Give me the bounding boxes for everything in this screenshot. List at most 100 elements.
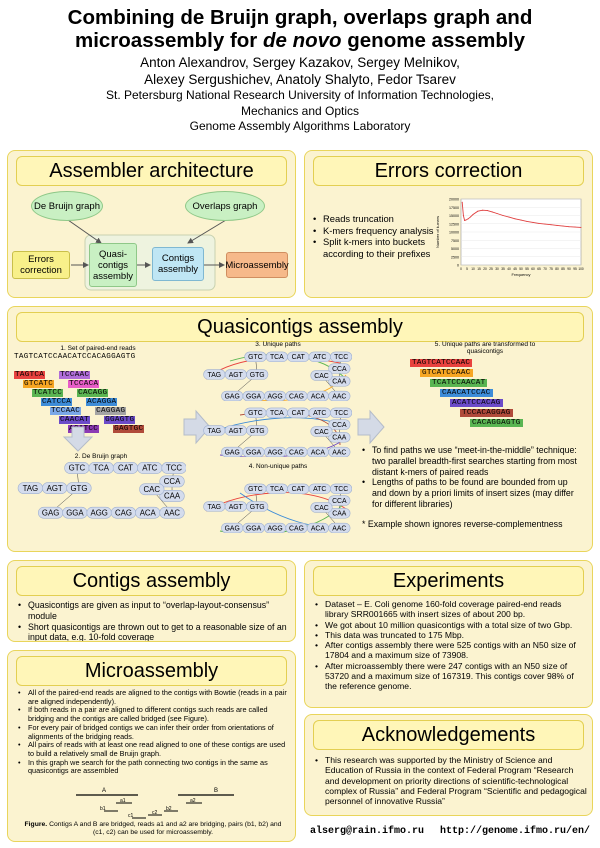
kmer-label: TCC	[334, 486, 348, 493]
arrow-debruijn-quasi	[67, 219, 102, 244]
quasicontigs-note: * Example shown ignores reverse-compleme…	[362, 519, 563, 529]
kmer-label: AGT	[229, 504, 244, 511]
y-tick-label: 20000	[449, 198, 459, 202]
kmer-label: TCA	[270, 354, 284, 361]
kmer-data-point	[568, 226, 570, 228]
kmer-label: TAG	[208, 504, 222, 511]
kmer-node	[159, 490, 185, 502]
quasicontig: TCATCCAACAT	[430, 379, 488, 387]
y-tick-label: 17500	[449, 206, 459, 210]
kmer-label: GTC	[248, 354, 263, 361]
kmer-data-point	[486, 210, 488, 212]
read-a1-label: a1	[120, 798, 126, 804]
read-right: CACAGG	[77, 389, 109, 397]
experiments-bullet: After microassembly there were 247 conti…	[315, 661, 587, 692]
kmer-node	[139, 483, 165, 496]
kmer-label: ATC	[313, 410, 326, 417]
microassembly-panel: Microassembly All of the paired-end read…	[7, 650, 296, 842]
kmer-label: AGT	[229, 372, 244, 379]
microassembly-bullet: In this graph we search for the path con…	[18, 758, 290, 776]
quasicontigs-panel: Quasicontigs assembly 1. Set of paired-e…	[7, 306, 593, 552]
errors-correction-panel: Errors correction Reads truncation K-mer…	[304, 150, 593, 298]
step5-caption: 5. Unique paths are transformed to quasi…	[434, 341, 536, 355]
errors-bullet: K-mers frequency analysis	[313, 225, 435, 237]
contig-a-label: A	[102, 788, 106, 794]
kmer-label: GGA	[246, 525, 262, 532]
experiments-heading: Experiments	[313, 566, 584, 596]
figure-caption: Figure. Contigs A and B are bridged, rea…	[24, 821, 282, 837]
kmer-data-point	[470, 216, 472, 218]
kmer-label: GTG	[250, 504, 265, 511]
kmer-data-point	[482, 209, 484, 211]
read-left: TAGTCA	[14, 371, 46, 379]
x-tick-label: 35	[501, 267, 505, 271]
kmer-label: TAG	[23, 484, 39, 493]
kmer-label: CCA	[332, 422, 347, 429]
kmer-label: AGT	[229, 428, 244, 435]
read-left: CATCCA	[41, 398, 73, 406]
kmer-label: TCA	[270, 410, 284, 417]
x-tick-label: 45	[513, 267, 517, 271]
read-c2-label: c2	[152, 810, 158, 816]
x-tick-label: 25	[489, 267, 493, 271]
poster-header: Combining de Bruijn graph, overlaps grap…	[0, 6, 600, 135]
contigs-bullet: Quasicontigs are given as input to “over…	[18, 600, 290, 622]
kmer-label: GGA	[246, 449, 262, 456]
affiliation-line-1: St. Petersburg National Research Univers…	[106, 88, 494, 102]
x-tick-label: 20	[483, 267, 487, 271]
x-tick-label: 5	[466, 267, 468, 271]
read-b1-label: b1	[100, 806, 106, 812]
x-tick-label: 95	[573, 267, 577, 271]
authors: Anton Alexandrov, Sergey Kazakov, Sergey…	[0, 54, 600, 88]
kmer-node	[159, 475, 185, 488]
title-line-2-italic: de novo	[262, 29, 342, 52]
step1-caption: 1. Set of paired-end reads	[60, 345, 136, 352]
kmer-label: CAT	[118, 464, 133, 473]
errors-correction-node: Errors correction	[12, 251, 70, 279]
x-tick-label: 0	[460, 267, 462, 271]
kmer-label: TAG	[208, 372, 222, 379]
affiliation: St. Petersburg National Research Univers…	[0, 88, 600, 135]
kmer-data-point	[532, 221, 534, 223]
kmer-label: CAA	[332, 379, 347, 386]
kmer-label: CAA	[164, 492, 181, 501]
kmer-label: CAG	[289, 525, 304, 532]
x-tick-label: 70	[543, 267, 547, 271]
read-right: TCCACA	[68, 380, 100, 388]
contact-email[interactable]: alserg@rain.ifmo.ru	[310, 826, 425, 837]
overlaps-node: Overlaps graph	[185, 191, 265, 221]
website-link[interactable]: http://genome.ifmo.ru/en/	[440, 826, 591, 837]
kmer-node	[246, 425, 269, 436]
x-tick-label: 10	[471, 267, 475, 271]
kmer-node	[330, 407, 352, 419]
kmer-data-point	[550, 224, 552, 226]
kmer-label: GTG	[70, 484, 87, 493]
kmer-label: GTG	[250, 428, 265, 435]
kmer-label: CAC	[314, 373, 329, 380]
x-tick-label: 55	[525, 267, 529, 271]
figure-caption-label: Figure.	[24, 821, 48, 828]
quasicontigs-heading: Quasicontigs assembly	[16, 312, 584, 342]
quasicontig: CAACATCCAC	[440, 389, 493, 397]
affiliation-line-3: Genome Assembly Algorithms Laboratory	[189, 119, 411, 133]
down-arrow-icon	[62, 426, 94, 452]
right-arrow-icon	[357, 409, 385, 445]
kmer-label: ACA	[140, 509, 157, 518]
kmer-label: AGG	[267, 525, 282, 532]
errors-bullet: Split k-mers into buckets according to t…	[313, 236, 435, 259]
kmer-label: CAC	[314, 505, 329, 512]
contigs-list: Quasicontigs are given as input to “over…	[18, 600, 290, 641]
kmer-label: GTC	[248, 410, 263, 417]
read-right: GGAGTG	[104, 416, 136, 424]
kmer-data-point	[514, 218, 516, 220]
y-tick-label: 10000	[449, 231, 459, 235]
kmer-label: ACA	[311, 525, 326, 532]
quasicontigs-bullets: To find paths we use “meet-in-the-middle…	[362, 445, 584, 510]
kmer-label: AAC	[332, 393, 346, 400]
kmer-label: TCC	[166, 464, 182, 473]
read-right: ACAGGA	[86, 398, 118, 406]
